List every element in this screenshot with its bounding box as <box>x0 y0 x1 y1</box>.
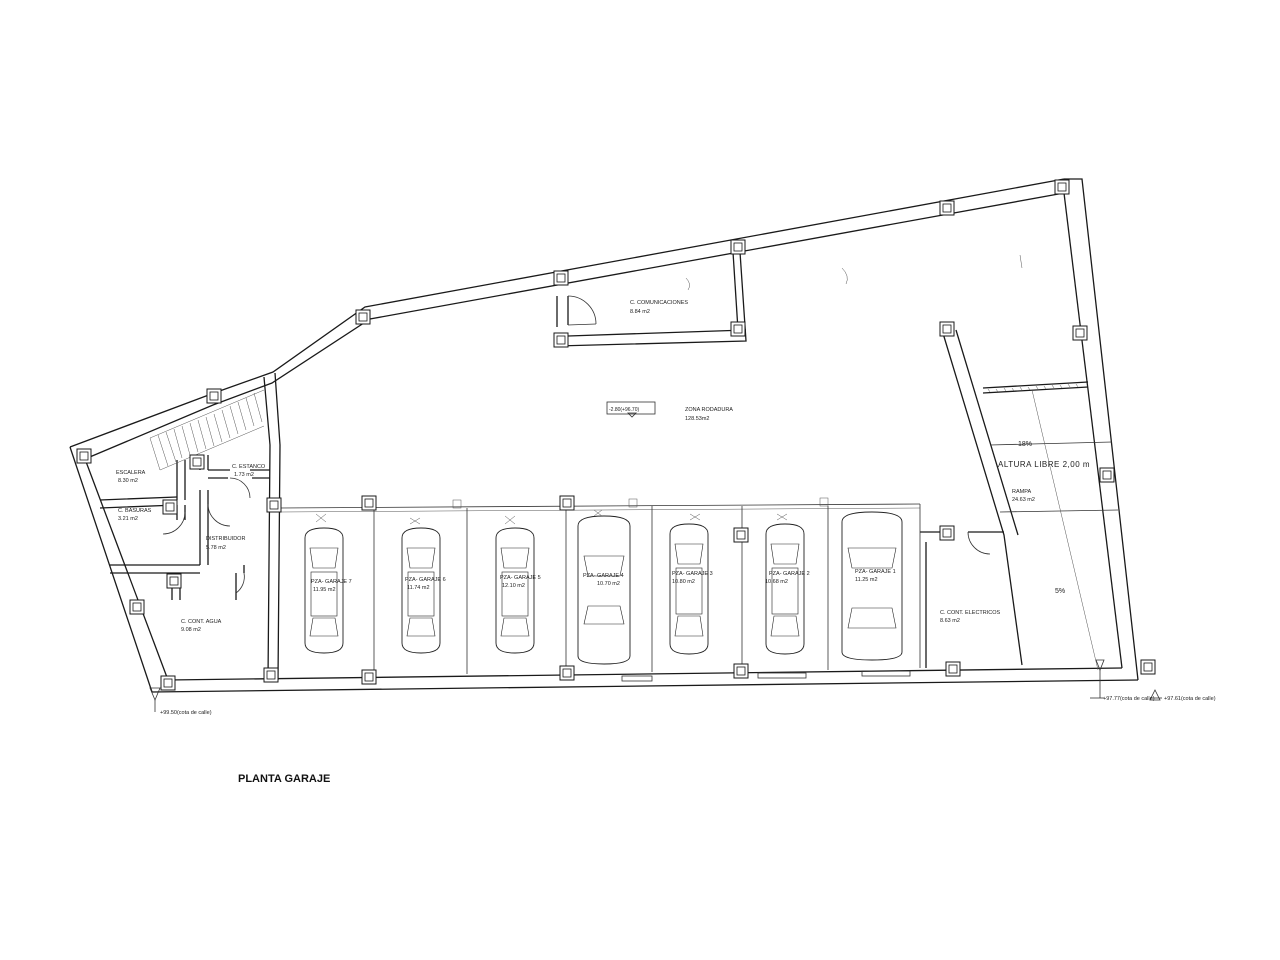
garage-labels: PZA- GARAJE 7 11.95 m2 PZA- GARAJE 6 11.… <box>311 569 896 593</box>
electricos-area: 8.63 m2 <box>940 618 960 624</box>
street-level-left: +99.50(cota de calle) <box>160 710 212 716</box>
ramp-slope-lower: 5% <box>1055 588 1065 595</box>
estanco-name: C. ESTANCO <box>232 464 266 470</box>
garage-2-area: 10.68 m2 <box>765 579 788 585</box>
ramp-clearance: ALTURA LIBRE 2,00 m <box>998 460 1090 469</box>
misc-marks <box>149 254 1162 712</box>
garage-1-name: PZA- GARAJE 1 <box>855 569 896 575</box>
street-level-right-1: +97.77(cota de calle) <box>1103 696 1155 702</box>
distribuidor-area: 5.78 m2 <box>206 545 226 551</box>
basuras-area: 3.21 m2 <box>118 516 138 522</box>
garage-4-name: PZA- GARAJE 4 <box>583 573 624 579</box>
ramp-slope-upper: 18% <box>1018 441 1032 448</box>
garage-3-area: 10.80 m2 <box>672 579 695 585</box>
garage-5-area: 12.10 m2 <box>502 583 525 589</box>
comunicaciones-name: C. COMUNICACIONES <box>630 300 688 306</box>
distribuidor-name: DISTRIBUIDOR <box>206 536 245 542</box>
outer-walls <box>69 178 1139 693</box>
room-labels: C. COMUNICACIONES 8.84 m2 -2.80(+96.70) … <box>116 300 1090 633</box>
escalera-area: 8.30 m2 <box>118 478 138 484</box>
garage-4-area: 10.70 m2 <box>597 581 620 587</box>
rampa-name: RAMPA <box>1012 489 1031 495</box>
level-mark-text: -2.80(+96.70) <box>609 407 639 413</box>
garage-2-name: PZA- GARAJE 2 <box>769 571 810 577</box>
car-silhouettes <box>304 509 903 665</box>
garage-6-area: 11.74 m2 <box>407 585 430 591</box>
rodadura-area: 128.53m2 <box>685 416 709 422</box>
structural-columns <box>76 179 1156 691</box>
garage-1-area: 11.25 m2 <box>855 577 878 583</box>
basuras-name: C. BASURAS <box>118 508 152 514</box>
street-level-right-2: +97.61(cota de calle) <box>1164 696 1216 702</box>
electricos-name: C. CONT. ELECTRICOS <box>940 610 1001 616</box>
level-mark-arrow <box>627 412 637 418</box>
rampa-area: 24.63 m2 <box>1012 497 1035 503</box>
street-level-labels: +99.50(cota de calle) +97.77(cota de cal… <box>160 696 1216 716</box>
garage-6-name: PZA- GARAJE 6 <box>405 577 446 583</box>
agua-name: C. CONT. AGUA <box>181 619 222 625</box>
garage-5-name: PZA- GARAJE 5 <box>500 575 541 581</box>
comunicaciones-area: 8.84 m2 <box>630 309 650 315</box>
rodadura-name: ZONA RODADURA <box>685 407 733 413</box>
estanco-area: 1.73 m2 <box>234 472 254 478</box>
level-mark-box <box>606 401 656 415</box>
agua-area: 9.08 m2 <box>181 627 201 633</box>
garage-7-area: 11.95 m2 <box>313 587 336 593</box>
parking-strip <box>279 503 921 682</box>
garage-7-name: PZA- GARAJE 7 <box>311 579 352 585</box>
plan-title: PLANTA GARAJE <box>238 773 330 785</box>
escalera-name: ESCALERA <box>116 470 146 476</box>
garage-3-name: PZA- GARAJE 3 <box>672 571 713 577</box>
